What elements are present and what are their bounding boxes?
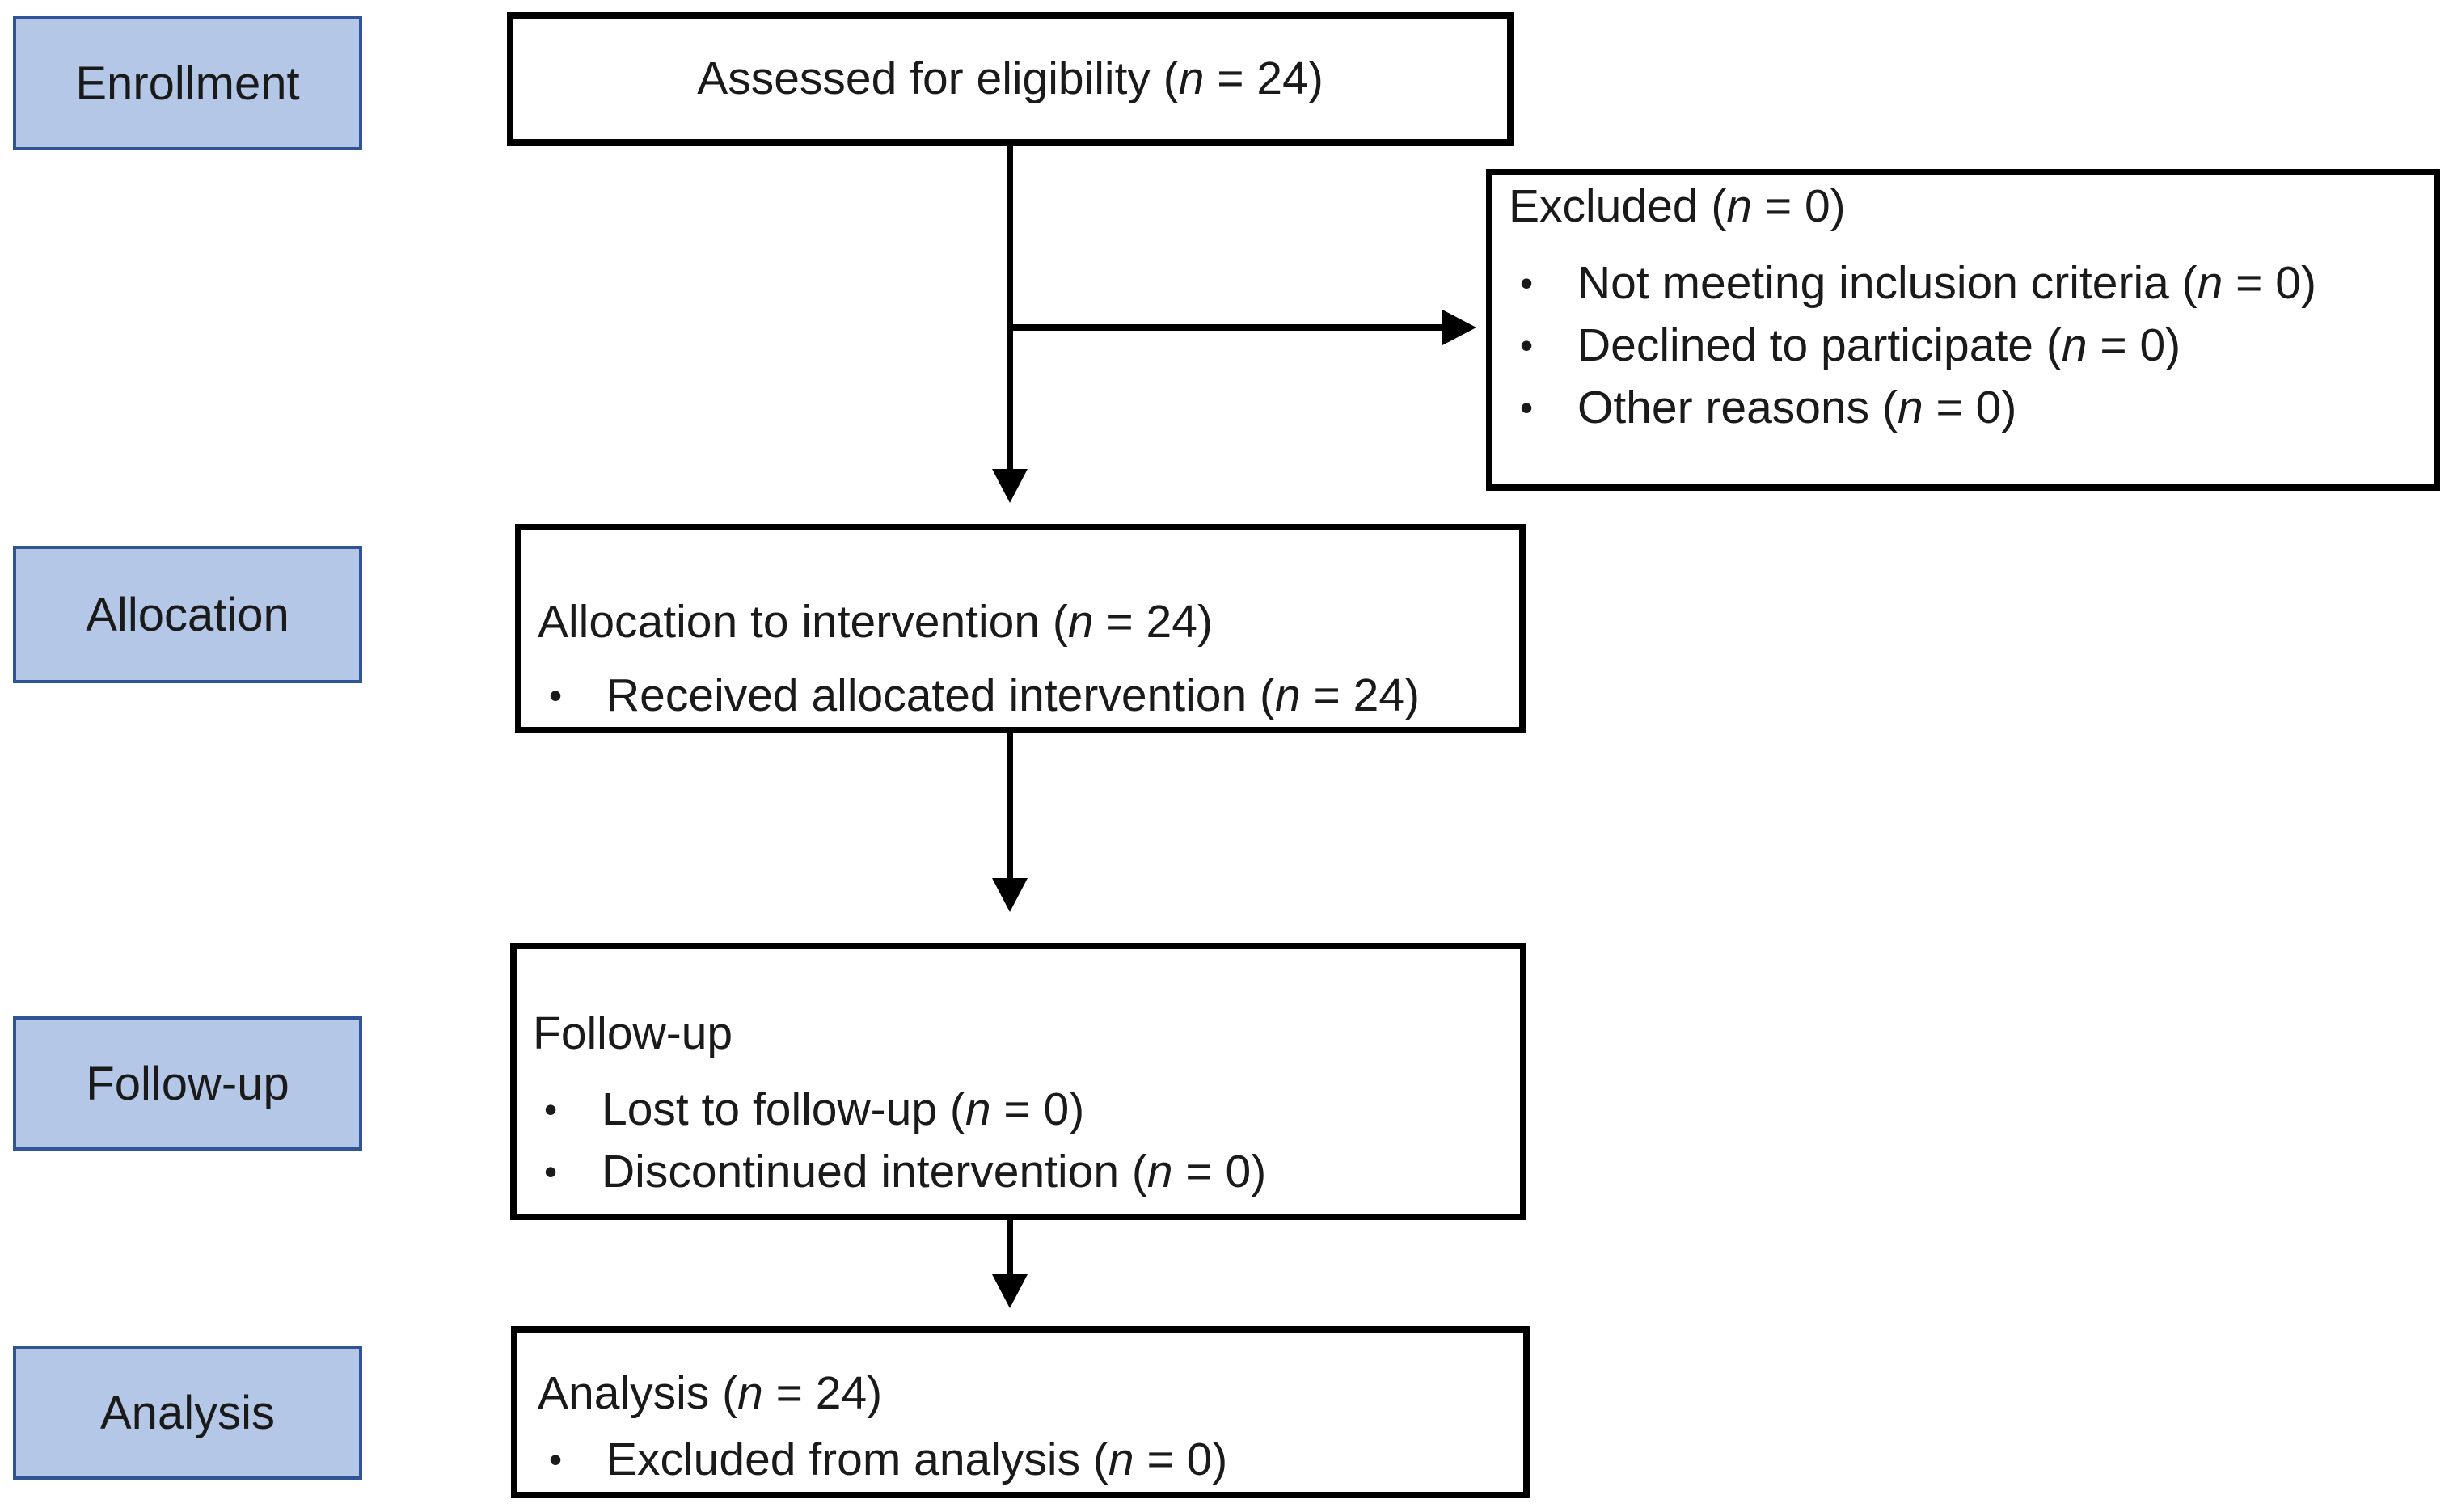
- stage-label-allocation: Allocation: [13, 546, 362, 683]
- bullet-item: • Declined to participate (n = 0): [1509, 315, 2417, 377]
- box-title: Excluded (n = 0): [1509, 180, 1846, 232]
- box-allocation: Allocation to intervention (n = 24) • Re…: [515, 524, 1526, 733]
- bullet-text: Not meeting inclusion criteria (n = 0): [1577, 257, 2316, 309]
- arrow-assessed-to-allocation: [992, 146, 1028, 503]
- box-title: Allocation to intervention (n = 24): [538, 596, 1213, 648]
- bullet-text: Discontinued intervention (n = 0): [602, 1146, 1267, 1197]
- bullet-dot: •: [549, 674, 563, 716]
- bullet-dot: •: [544, 1151, 558, 1193]
- box-title: Follow-up: [533, 1007, 733, 1059]
- bullet-item: • Lost to follow-up (n = 0): [533, 1079, 1504, 1141]
- bullet-dot: •: [549, 1438, 563, 1480]
- arrow-allocation-to-followup: [992, 721, 1028, 912]
- bullet-text: Declined to participate (n = 0): [1577, 319, 2181, 371]
- bullet-text: Excluded from analysis (n = 0): [606, 1434, 1228, 1485]
- box-title: Assessed for eligibility (n = 24): [697, 53, 1324, 104]
- bullet-item: • Discontinued intervention (n = 0): [533, 1141, 1504, 1203]
- bullet-item: • Not meeting inclusion criteria (n = 0): [1509, 252, 2417, 315]
- box-followup: Follow-up • Lost to follow-up (n = 0) • …: [510, 943, 1526, 1220]
- bullet-dot: •: [1520, 262, 1534, 304]
- bullet-text: Received allocated intervention (n = 24): [606, 669, 1421, 721]
- bullet-dot: •: [1520, 386, 1534, 429]
- bullet-dot: •: [544, 1088, 558, 1130]
- bullet-text: Lost to follow-up (n = 0): [602, 1083, 1085, 1135]
- arrow-branch-to-excluded: [1007, 310, 1476, 345]
- box-assessed-for-eligibility: Assessed for eligibility (n = 24): [507, 12, 1514, 146]
- stage-label-text: Follow-up: [86, 1057, 289, 1110]
- bullet-text: Other reasons (n = 0): [1577, 382, 2017, 433]
- bullet-dot: •: [1520, 324, 1534, 366]
- box-analysis: Analysis (n = 24) • Excluded from analys…: [511, 1326, 1530, 1498]
- stage-label-text: Enrollment: [75, 57, 300, 110]
- arrow-followup-to-analysis: [992, 1215, 1028, 1308]
- bullet-item: • Received allocated intervention (n = 2…: [538, 665, 1503, 727]
- stage-label-text: Analysis: [100, 1387, 275, 1439]
- stage-label-text: Allocation: [86, 588, 289, 641]
- stage-label-enrollment: Enrollment: [13, 16, 362, 150]
- stage-label-followup: Follow-up: [13, 1016, 362, 1151]
- bullet-item: • Other reasons (n = 0): [1509, 377, 2417, 439]
- bullet-item: • Excluded from analysis (n = 0): [538, 1429, 1507, 1491]
- box-excluded: Excluded (n = 0) • Not meeting inclusion…: [1486, 169, 2440, 491]
- box-title: Analysis (n = 24): [538, 1367, 883, 1419]
- stage-label-analysis: Analysis: [13, 1346, 362, 1480]
